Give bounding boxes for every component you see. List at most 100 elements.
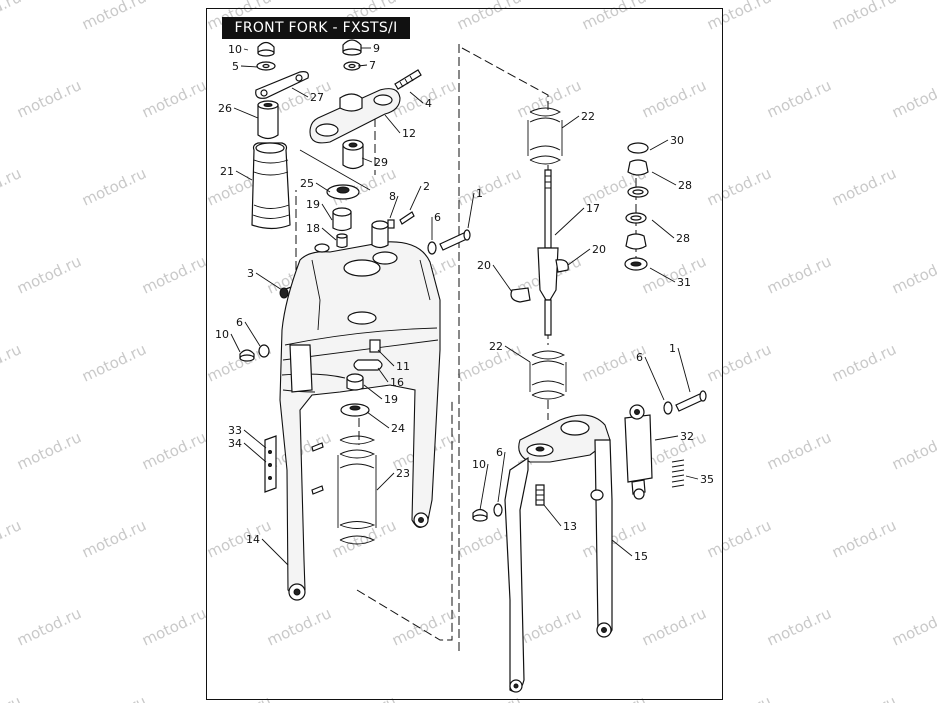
watermark-text: motod.ru [889,252,937,297]
callout-27: 27 [310,91,324,104]
callout-29: 29 [374,156,388,169]
callout-leader-30 [649,139,669,151]
callout-leader-28 [651,219,675,239]
upper-bracket-12 [309,88,401,144]
spring-23 [337,435,377,545]
spring-35 [671,459,685,488]
watermark-text: motod.ru [829,692,899,703]
clip-16 [353,359,383,371]
acorn-nut-9 [342,39,362,56]
watermark-text: motod.ru [889,76,937,121]
callout-2: 2 [423,180,430,193]
spring-22-top [527,107,563,165]
fork-leg-15 [590,439,613,638]
cup-25 [326,184,360,200]
callout-20: 20 [592,243,606,256]
callout-21: 21 [220,165,234,178]
nut-10-left [239,349,255,362]
callout-7: 7 [369,59,376,72]
washer-6-left [258,344,270,358]
callout-leader-15 [611,539,633,557]
watermark-text: motod.ru [0,0,24,34]
callout-leader-19 [321,203,333,221]
nut-10-right [472,508,488,522]
washer-6-top [427,241,437,255]
callout-leader-19 [363,384,383,400]
clip-20-right [555,259,569,273]
callout-leader-20 [567,248,591,266]
bushing-19-low [346,373,364,391]
callout-35: 35 [700,473,714,486]
washer-5 [256,61,276,71]
callout-6: 6 [496,446,503,459]
watermark-text: motod.ru [0,340,24,385]
callout-6: 6 [434,211,441,224]
watermark-text: motod.ru [14,252,84,297]
callout-30: 30 [670,134,684,147]
boot-21 [251,142,291,230]
callout-1: 1 [476,187,483,200]
plate-11 [369,339,381,353]
spacer-26 [257,100,279,140]
watermark-text: motod.ru [0,692,24,703]
stud-4 [394,69,422,90]
callout-leader-22 [561,115,580,129]
callout-26: 26 [218,102,232,115]
watermark-text: motod.ru [14,428,84,473]
callout-17: 17 [586,202,600,215]
diagram-title: FRONT FORK - FXSTS/I [222,17,410,39]
callout-leader-2 [409,185,422,211]
callout-leader-23 [376,472,395,491]
callout-6: 6 [636,351,643,364]
watermark-text: motod.ru [829,164,899,209]
callout-leader-14 [261,538,289,566]
watermark-text: motod.ru [79,692,149,703]
callout-leader-18 [321,227,337,241]
callout-leader-33 [243,429,267,449]
callout-leader-17 [554,207,585,236]
callout-leader-20 [492,264,513,293]
callout-leader-10 [479,463,489,511]
callout-9: 9 [373,42,380,55]
watermark-text: motod.ru [139,76,209,121]
callout-leader-24 [366,411,390,429]
watermark-text: motod.ru [79,164,149,209]
callout-leader-21 [235,170,253,181]
callout-leader-11 [377,349,395,367]
callout-leader-13 [543,504,562,527]
callout-5: 5 [232,60,239,73]
watermark-text: motod.ru [0,164,24,209]
callout-23: 23 [396,467,410,480]
callout-33: 33 [228,424,242,437]
callout-leader-28 [651,171,677,186]
watermark-text: motod.ru [764,76,834,121]
callout-11: 11 [396,360,410,373]
callout-leader-27 [291,87,309,98]
watermark-text: motod.ru [764,604,834,649]
callout-leader-29 [361,157,373,163]
watermark-text: motod.ru [139,252,209,297]
callout-leader-34 [243,442,267,463]
callout-25: 25 [300,177,314,190]
callout-28: 28 [676,232,690,245]
callout-18: 18 [306,222,320,235]
callout-10: 10 [215,328,229,341]
washer-6-right-low [493,503,503,517]
callout-32: 32 [680,430,694,443]
callout-19: 19 [306,198,320,211]
callout-24: 24 [391,422,405,435]
callout-14: 14 [246,533,260,546]
callout-leader-6 [497,451,506,503]
spring-22-low [529,350,567,400]
damper-32 [624,404,653,500]
bolt-1-right [675,390,707,412]
bolt-1-top [439,229,471,251]
callout-3: 3 [247,267,254,280]
callout-22: 22 [489,340,503,353]
callout-20: 20 [477,259,491,272]
callout-34: 34 [228,437,242,450]
watermark-text: motod.ru [764,428,834,473]
screw-2 [399,211,415,225]
